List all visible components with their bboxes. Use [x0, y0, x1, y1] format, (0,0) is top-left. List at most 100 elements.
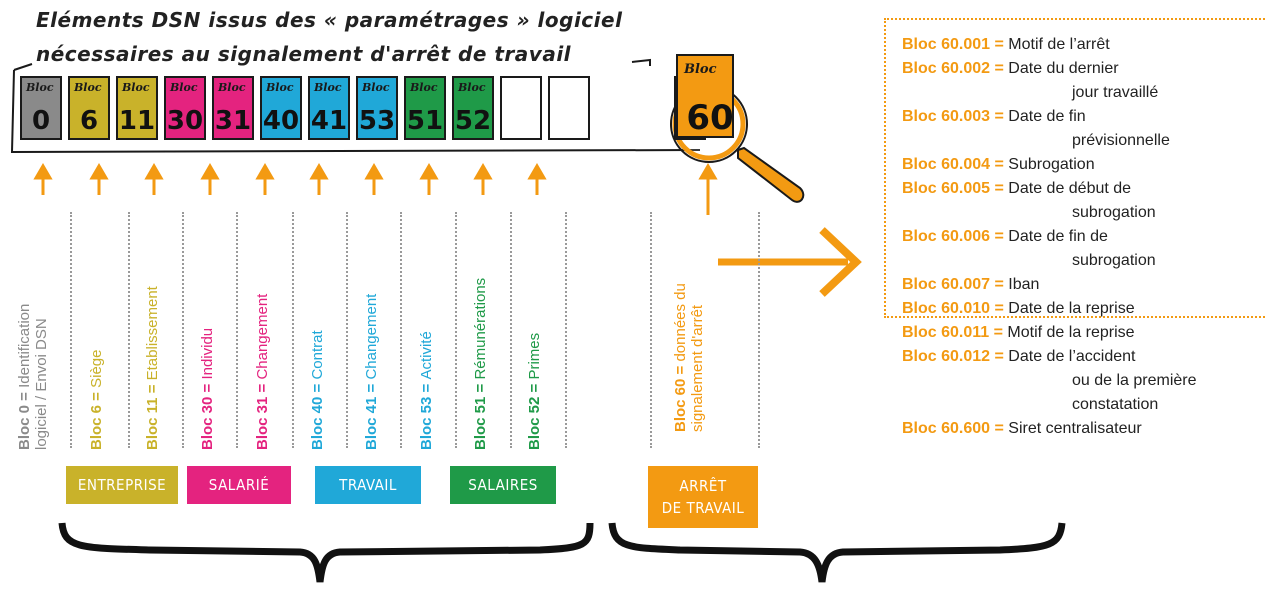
dotted-separator: [292, 212, 294, 448]
dotted-separator: [346, 212, 348, 448]
bloc-60-detail-row: Bloc 60.001 = Motif de l’arrêt: [902, 36, 1110, 54]
dotted-separator: [758, 212, 760, 448]
bloc-card: Bloc 51: [404, 76, 446, 140]
bloc-60-detail-value: Date de fin: [1008, 108, 1086, 125]
vertical-label-text: Identification: [16, 303, 33, 388]
vertical-label: Bloc 30 = Individu: [199, 328, 216, 450]
bloc-60-detail-row: Bloc 60.006 = Date de fin de: [902, 228, 1108, 246]
brace-right: [608, 522, 1066, 583]
vertical-label-text: Primes: [526, 332, 543, 380]
bloc-card-number: 52: [454, 106, 492, 136]
dotted-separator: [128, 212, 130, 448]
bloc-card-label: Bloc: [314, 81, 342, 94]
bloc-card-number: 40: [262, 106, 300, 136]
vertical-label: Bloc 52 = Primes: [526, 333, 543, 450]
bloc-card-label: Bloc: [74, 81, 102, 94]
vertical-label-key: Bloc 53 =: [418, 379, 435, 450]
bloc-60-detail-row: Bloc 60.600 = Siret centralisateur: [902, 420, 1142, 438]
vertical-label-text: Changement: [254, 293, 271, 380]
bloc-60-detail-key: Bloc 60.011 =: [902, 324, 1008, 341]
bloc-card-number: 11: [118, 106, 156, 136]
bloc-card-number: 6: [79, 106, 99, 136]
bloc-60-detail-row: Bloc 60.003 = Date de fin: [902, 108, 1086, 126]
bloc-60-detail-key: Bloc 60.004 =: [902, 156, 1009, 173]
dotted-separator: [400, 212, 402, 448]
bloc-60-card-number: 60: [686, 98, 734, 138]
vertical-label-key: Bloc 31 =: [254, 379, 271, 450]
dotted-separator: [70, 212, 72, 448]
vertical-label: Bloc 51 = Rémunérations: [472, 278, 489, 450]
bloc-60-detail-row: Bloc 60.002 = Date du dernier: [902, 60, 1119, 78]
bloc-60-detail-key: Bloc 60.003 =: [902, 108, 1009, 125]
bloc-card-number: 31: [214, 106, 252, 136]
bloc-60-detail-row: Bloc 60.012 = Date de l’accident: [902, 348, 1135, 366]
diagram-title-line1: Eléments DSN issus des « paramétrages » …: [36, 8, 623, 32]
vertical-label-text: Siège: [88, 349, 105, 388]
brace-left: [58, 522, 594, 583]
vertical-label-key: Bloc 30 =: [199, 379, 216, 450]
dotted-separator: [565, 212, 567, 448]
bloc-60-detail-value-continued: jour travaillé: [1072, 84, 1159, 101]
bloc-60-detail-value: Motif de la reprise: [1007, 324, 1135, 341]
bloc-card-label: Bloc: [458, 81, 486, 94]
vertical-label-key: Bloc 6 =: [88, 387, 105, 450]
vertical-label: Bloc 6 = Siège: [88, 350, 105, 450]
bloc-card-number: 30: [166, 106, 204, 136]
bloc-60-detail-value-continued: ou de la première: [1072, 372, 1197, 389]
bloc-60-detail-value-continued: constatation: [1072, 396, 1159, 413]
dotted-separator: [510, 212, 512, 448]
bloc-card-number: 51: [406, 106, 444, 136]
dotted-separator: [650, 212, 652, 448]
card-spacer: [596, 76, 668, 140]
bloc-60-detail-value: Motif de l’arrêt: [1008, 36, 1110, 53]
vertical-label-text: Rémunérations: [472, 277, 489, 380]
bloc-card-label: Bloc: [218, 81, 246, 94]
vertical-label: Bloc 53 = Activité: [418, 331, 435, 450]
bloc-60-detail-value-continued: prévisionnelle: [1072, 132, 1170, 149]
vertical-label-text-line2: logiciel / Envoi DSN: [33, 318, 50, 450]
category-tag-label: SALAIRES: [468, 476, 538, 494]
big-right-arrow: [718, 227, 862, 297]
bloc-60-detail-row: Bloc 60.011 = Motif de la reprise: [902, 324, 1135, 342]
dotted-separator: [236, 212, 238, 448]
bloc-60-card: Bloc: [676, 54, 734, 138]
bloc-card-number: 0: [31, 106, 51, 136]
bloc-card-label: Bloc: [170, 81, 198, 94]
bloc-60-detail-value-continued: subrogation: [1072, 252, 1156, 269]
vertical-label-text: Changement: [363, 293, 380, 380]
bloc-60-detail-value: Date de début de: [1008, 180, 1132, 197]
bloc-60-detail-value: Date de la reprise: [1008, 300, 1135, 317]
vertical-label: Bloc 11 = Etablissement: [144, 286, 161, 450]
vertical-label: Bloc 31 = Changement: [254, 294, 271, 450]
category-tag-label: ENTREPRISE: [77, 476, 167, 494]
bloc-60-detail-key: Bloc 60.007 =: [902, 276, 1009, 293]
category-tag: TRAVAIL: [315, 466, 421, 504]
bloc-60-detail-value: Date de fin de: [1008, 228, 1108, 245]
vertical-label-key: Bloc 41 =: [363, 379, 380, 450]
bloc-60-detail-row: Bloc 60.007 = Iban: [902, 276, 1039, 294]
category-tag: SALARIÉ: [187, 466, 291, 504]
vertical-label-text: Etablissement: [144, 286, 161, 381]
empty-card: [500, 76, 542, 140]
vertical-label-text: Individu: [199, 327, 216, 380]
bloc-card-label: Bloc: [410, 81, 438, 94]
diagram-title-line2: nécessaires au signalement d'arrêt de tr…: [36, 42, 572, 66]
vertical-label: Bloc 41 = Changement: [363, 294, 380, 450]
category-tag-label: TRAVAIL: [339, 476, 397, 494]
vertical-label-text: données du: [672, 283, 689, 362]
bloc-60-detail-key: Bloc 60.600 =: [902, 420, 1009, 437]
bloc-60-details-box: [884, 18, 1265, 318]
bloc-60-detail-value: Siret centralisateur: [1008, 420, 1142, 437]
bloc-60-detail-key: Bloc 60.001 =: [902, 36, 1009, 53]
bloc-card-number: 53: [358, 106, 396, 136]
bloc-60-detail-row: Bloc 60.004 = Subrogation: [902, 156, 1095, 174]
vertical-label-key: Bloc 52 =: [526, 379, 543, 450]
bloc-60-detail-key: Bloc 60.005 =: [902, 180, 1009, 197]
vertical-label-key: Bloc 60 =: [672, 361, 689, 432]
